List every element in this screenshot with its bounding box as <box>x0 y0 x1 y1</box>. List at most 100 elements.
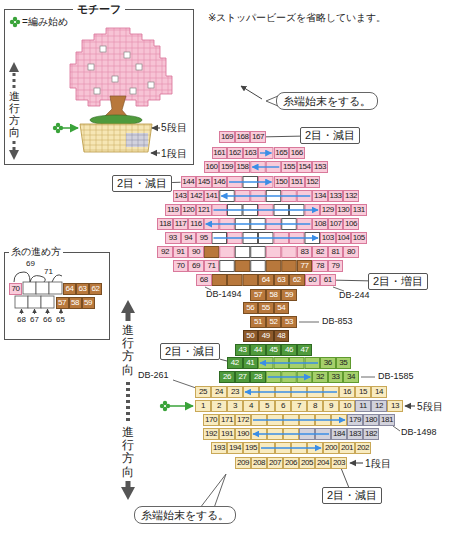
bead: 50 <box>243 330 259 342</box>
blank-bead <box>282 261 297 272</box>
bead: 95 <box>196 232 212 244</box>
bead: 146 <box>212 176 228 188</box>
inset-bead <box>41 296 54 308</box>
bead: 171 <box>219 414 235 426</box>
bead-number: 93 <box>166 233 180 243</box>
start-symbol <box>10 17 20 27</box>
bead-number: 142 <box>189 191 203 201</box>
thread-arrow <box>61 309 62 314</box>
bead: 53 <box>281 316 297 328</box>
bead: 179 <box>347 414 363 426</box>
bead: 118 <box>157 218 173 230</box>
bead-number: 144 <box>182 177 196 187</box>
bead-number: 192 <box>204 429 218 439</box>
bead: 9 <box>323 400 339 412</box>
bead-number: 68 <box>197 275 211 285</box>
bead-number: 60 <box>306 275 320 285</box>
color-code: DB-1494 <box>206 290 242 300</box>
bead: 152 <box>305 176 321 188</box>
bead-number: 51 <box>251 317 265 327</box>
bubble-tail <box>200 474 226 508</box>
bead-number: 145 <box>197 177 211 187</box>
leader-line <box>299 322 319 323</box>
bead: 5 <box>259 400 275 412</box>
bead-number: 90 <box>189 247 203 257</box>
blank-bead <box>235 247 250 258</box>
bead-number: 79 <box>329 261 343 271</box>
bead-number: 43 <box>236 345 250 355</box>
bead-number: 204 <box>316 458 330 468</box>
bead-number: 150 <box>275 177 289 187</box>
bead-number: 58 <box>267 290 281 300</box>
bead: 184 <box>331 428 347 440</box>
bead-number: 82 <box>313 247 327 257</box>
callout-text: 糸端始末をする。 <box>141 509 229 521</box>
blank-bead <box>243 275 258 286</box>
callout-leader <box>266 136 300 138</box>
row-label: 5段目 <box>417 401 443 412</box>
bead: 14 <box>371 386 387 398</box>
bead: 117 <box>173 218 189 230</box>
bead: 57 <box>56 297 69 309</box>
bead: 64 <box>63 283 76 295</box>
row-pointer <box>350 462 363 463</box>
bead: 70 <box>173 260 189 272</box>
bead-number: 12 <box>372 401 386 411</box>
bead: 51 <box>250 316 266 328</box>
bead: 131 <box>351 204 367 216</box>
callout-number: 65 <box>56 316 65 325</box>
bead: 6 <box>275 400 291 412</box>
direction-shaft <box>126 313 131 321</box>
bead-number: 55 <box>259 303 273 313</box>
callout-leader <box>220 359 227 361</box>
bead-number: 47 <box>298 345 312 355</box>
bead: 59 <box>281 289 297 301</box>
bead: 208 <box>251 457 267 469</box>
direction-arrow <box>252 166 279 167</box>
bead-number: 154 <box>298 162 312 172</box>
bead: 158 <box>235 161 251 173</box>
bead-number: 36 <box>321 358 335 368</box>
color-code: DB-244 <box>339 291 370 301</box>
bead-number: 193 <box>212 443 226 453</box>
bead: 106 <box>343 218 359 230</box>
bead-number: 130 <box>337 205 351 215</box>
bead-number: 194 <box>228 443 242 453</box>
blank-bead <box>204 247 219 258</box>
bead: 42 <box>227 357 243 369</box>
bead-number: 50 <box>244 331 258 341</box>
bead-number: 15 <box>356 387 370 397</box>
direction-arrow <box>229 181 272 182</box>
bead: 107 <box>328 218 344 230</box>
bead: 206 <box>283 457 299 469</box>
bead: 32 <box>312 371 328 383</box>
note-text: ※ストッパービーズを省略しています。 <box>208 12 386 23</box>
bead-number: 44 <box>251 345 265 355</box>
color-code: DB-1585 <box>378 372 414 382</box>
trunk-illustration <box>104 96 128 117</box>
bead: 143 <box>173 190 189 202</box>
bead: 4 <box>243 400 259 412</box>
bead-number: 195 <box>244 443 258 453</box>
blank-bead <box>212 275 227 286</box>
bead-number: 2 <box>212 401 226 411</box>
start-arrow <box>170 405 193 407</box>
bead: 46 <box>281 344 297 356</box>
bead-number: 182 <box>364 429 378 439</box>
bead-number: 64 <box>259 275 273 285</box>
row-label: 1段目 <box>161 148 187 159</box>
blank-bead <box>220 247 235 258</box>
bead-number: 45 <box>267 345 281 355</box>
bead: 129 <box>320 204 336 216</box>
inset-bead <box>36 282 49 294</box>
bead-number: 95 <box>197 233 211 243</box>
bead: 155 <box>281 161 297 173</box>
callout-leader <box>172 182 180 183</box>
bead: 83 <box>297 246 313 258</box>
motif-frame: モチーフ <box>4 9 194 165</box>
bead: 182 <box>363 428 379 440</box>
color-code: DB-1498 <box>401 428 437 438</box>
blank-bead <box>266 247 281 258</box>
bead-number: 190 <box>236 429 250 439</box>
bead: 91 <box>173 246 189 258</box>
